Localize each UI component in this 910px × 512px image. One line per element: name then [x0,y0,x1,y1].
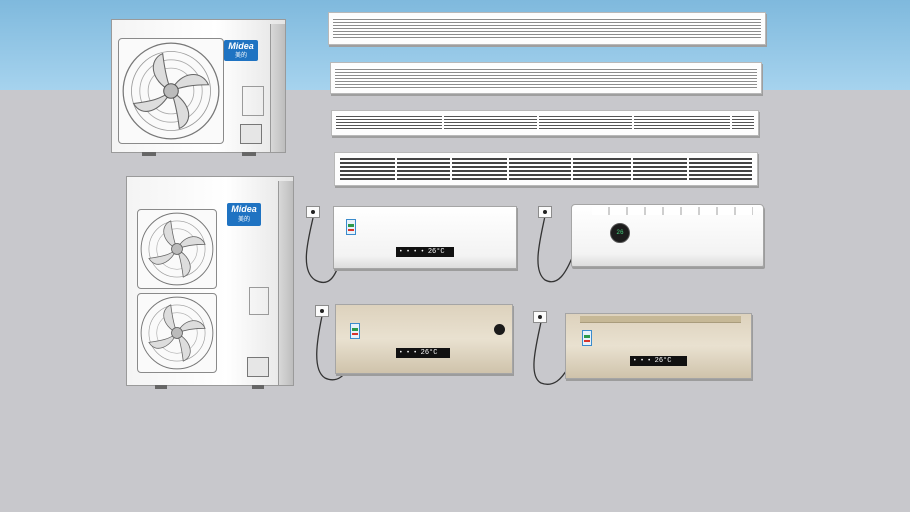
unit-foot [142,152,156,156]
fan-grille-icon [137,293,217,373]
wall-outlet-icon [306,206,320,218]
temperature-display: • • • • 26°C [396,247,454,257]
brand-logo-subtext: 美的 [237,217,250,223]
display-temp: 26 [427,248,437,256]
wall-outlet-icon [538,206,552,218]
energy-label-sticker [582,330,592,346]
indoor-unit-beige-1: • • • 26°C [335,304,513,374]
pipe-valves [247,357,269,377]
round-button-icon [494,324,505,335]
unit-foot [252,385,264,389]
display-temp: 26 [420,349,430,357]
brand-logo: Midea 美的 [224,40,258,61]
linear-grille-2 [330,62,762,94]
pipe-valves [240,124,262,144]
temperature-display: • • • 26°C [630,356,687,366]
brand-logo-subtext: 美的 [234,53,247,59]
linear-grille-4 [334,152,758,186]
fan-grille-icon [118,38,224,144]
display-unit: °C [429,349,438,357]
top-grille [592,207,753,215]
display-unit: °C [436,248,445,256]
outdoor-unit-single-fan: Midea 美的 [111,19,286,153]
indoor-unit-white-2: 26 [571,204,764,267]
wall-outlet-icon [533,311,547,323]
linear-grille-3 [331,110,759,136]
display-unit: °C [663,357,672,365]
fan-grille-icon [137,209,217,289]
energy-label-sticker [350,323,360,339]
energy-label-sticker [346,219,356,235]
indoor-unit-beige-2: • • • 26°C [565,313,752,379]
brand-logo: Midea 美的 [227,203,261,226]
outdoor-unit-double-fan: Midea 美的 [126,176,294,386]
indoor-unit-white-1: • • • • 26°C [333,206,517,269]
linear-grille-1 [328,12,766,45]
unit-foot [242,152,256,156]
temperature-display: • • • 26°C [396,348,450,358]
service-panel [242,86,264,116]
unit-foot [155,385,167,389]
service-panel [249,287,269,315]
round-display-temp: 26 [616,229,624,236]
brand-logo-text: Midea [231,204,257,214]
round-display: 26 [610,223,630,243]
brand-logo-text: Midea [228,41,254,51]
wall-outlet-icon [315,305,329,317]
display-temp: 26 [654,357,664,365]
top-grille [580,316,741,323]
